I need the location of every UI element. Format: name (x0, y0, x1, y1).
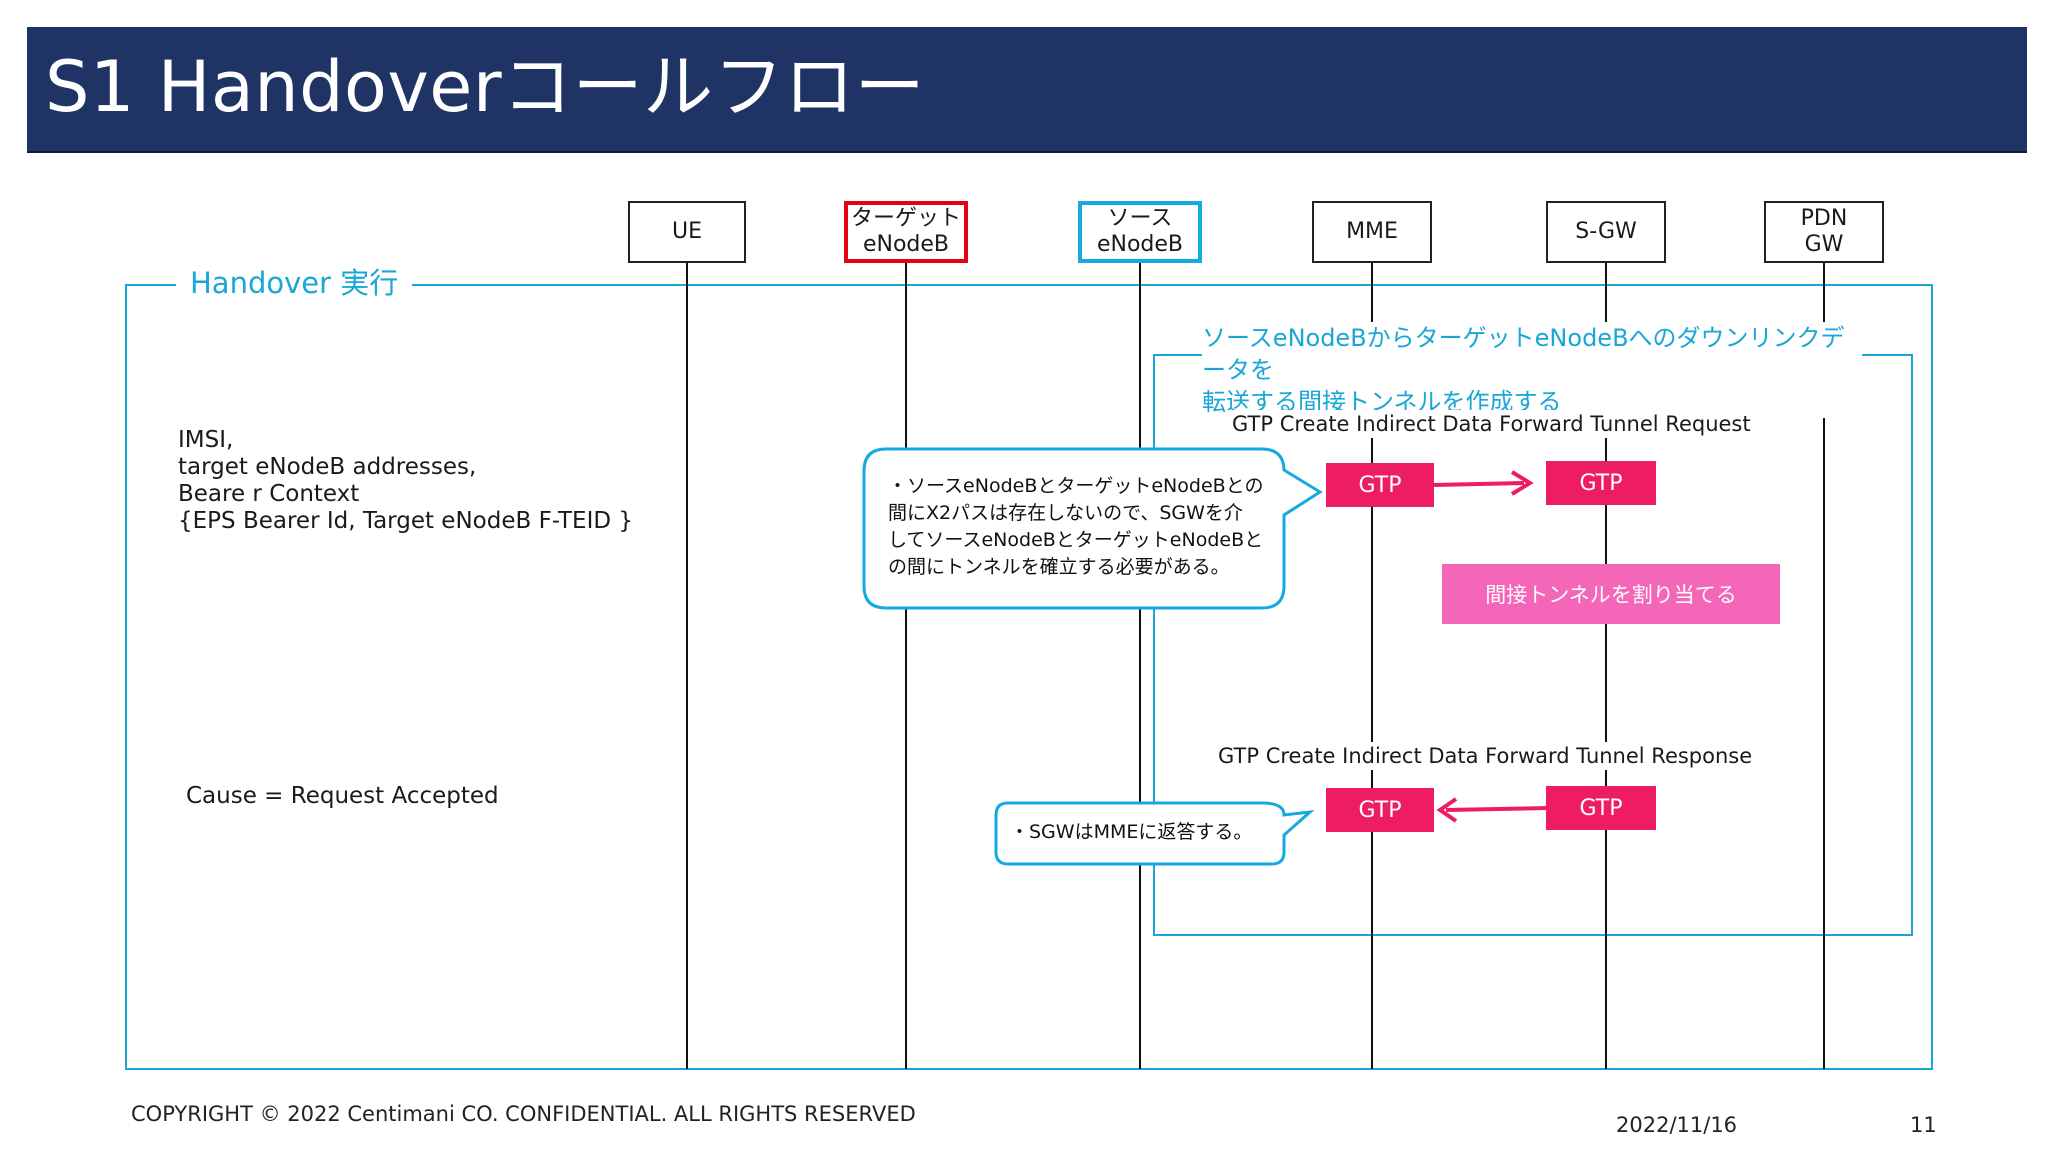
entity-source-enodeb: ソース eNodeB (1078, 201, 1202, 263)
gtp-sgw-response: GTP (1546, 786, 1656, 830)
request-arrow-line (1433, 481, 1525, 487)
handover-section-label: Handover 実行 (176, 264, 413, 302)
callout-2-text: ・SGWはMMEに返答する。 (1010, 821, 1253, 843)
entity-pdn-gw: PDN GW (1764, 201, 1884, 263)
response-message-label: GTP Create Indirect Data Forward Tunnel … (1212, 742, 1759, 770)
allocate-indirect-tunnel-box: 間接トンネルを割り当てる (1442, 564, 1780, 624)
entity-ue: UE (628, 201, 746, 263)
footer-copyright: COPYRIGHT © 2022 Centimani CO. CONFIDENT… (131, 1102, 916, 1126)
footer-page-number: 11 (1910, 1113, 1937, 1137)
gtp-sgw-request: GTP (1546, 461, 1656, 505)
handover-frame (125, 284, 1933, 1070)
response-arrow-line (1445, 806, 1550, 812)
title-bar: S1 Handoverコールフロー (27, 27, 2027, 153)
entity-sgw: S-GW (1546, 201, 1666, 263)
gtp-mme-request: GTP (1326, 463, 1434, 507)
slide-title: S1 Handoverコールフロー (45, 46, 926, 128)
request-message-label: GTP Create Indirect Data Forward Tunnel … (1226, 410, 1757, 438)
request-arrow-head (1510, 470, 1534, 496)
request-parameters: IMSI, target eNodeB addresses, Beare r C… (178, 427, 634, 534)
callout-1-text: ・ソースeNodeBとターゲットeNodeBとの 間にX2パスは存在しないので、… (888, 475, 1264, 578)
entity-target-enodeb: ターゲット eNodeB (844, 201, 968, 263)
response-parameters: Cause = Request Accepted (186, 783, 499, 809)
tunnel-group-title: ソースeNodeBからターゲットeNodeBへのダウンリンクデータを 転送する間… (1202, 322, 1862, 418)
entity-mme: MME (1312, 201, 1432, 263)
callout-1-bubble (862, 447, 1323, 610)
response-arrow-head (1436, 797, 1458, 823)
callout-2-bubble (994, 801, 1315, 866)
footer-date: 2022/11/16 (1616, 1113, 1738, 1137)
gtp-mme-response: GTP (1326, 788, 1434, 832)
